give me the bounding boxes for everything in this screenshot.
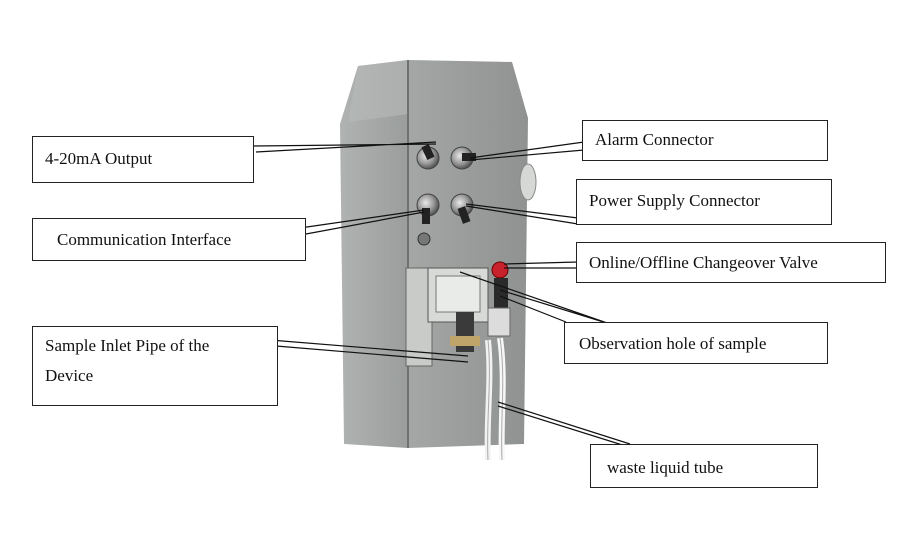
label-alarm-connector: Alarm Connector xyxy=(582,120,828,161)
leader-lines xyxy=(253,141,633,449)
label-sample-inlet-line1: Sample Inlet Pipe of the xyxy=(45,336,210,355)
leader-waste xyxy=(497,401,633,449)
leader-valve xyxy=(503,261,580,269)
label-changeover-valve: Online/Offline Changeover Valve xyxy=(576,242,886,283)
label-changeover-valve-text: Online/Offline Changeover Valve xyxy=(589,253,818,272)
connector-4-20ma xyxy=(416,143,440,170)
valve-body xyxy=(494,278,508,308)
leader-alarm xyxy=(469,141,585,161)
connector-alarm xyxy=(450,146,476,170)
leader-observation xyxy=(459,271,611,325)
leader-power xyxy=(465,203,579,225)
sample-assembly xyxy=(405,261,511,367)
label-4-20ma-output-text: 4-20mA Output xyxy=(45,149,153,168)
small-gland xyxy=(417,232,431,246)
label-sample-inlet: Sample Inlet Pipe of the Device xyxy=(32,326,278,406)
label-4-20ma-output: 4-20mA Output xyxy=(32,136,254,183)
label-observation-hole: Observation hole of sample xyxy=(564,322,828,364)
cabinet-door xyxy=(408,60,528,448)
label-power-supply-connector: Power Supply Connector xyxy=(576,179,832,225)
valve-block xyxy=(487,307,511,337)
tubes xyxy=(484,337,506,461)
label-communication-interface-text: Communication Interface xyxy=(57,230,232,249)
label-alarm-connector-text: Alarm Connector xyxy=(595,130,714,149)
leader-sample-inlet xyxy=(269,339,469,363)
cabinet-left-panel xyxy=(340,60,408,448)
label-communication-interface: Communication Interface xyxy=(32,218,306,261)
observation-window xyxy=(435,275,481,313)
leader-4-20ma xyxy=(253,141,437,153)
leader-communication xyxy=(299,209,425,235)
label-power-supply-connector-text: Power Supply Connector xyxy=(589,191,760,210)
label-waste-liquid-tube: waste liquid tube xyxy=(590,444,818,488)
label-sample-inlet-line2: Device xyxy=(45,366,94,385)
cabinet xyxy=(340,60,537,448)
inlet-nut xyxy=(450,336,480,346)
label-waste-liquid-tube-text: waste liquid tube xyxy=(607,458,724,477)
label-observation-hole-text: Observation hole of sample xyxy=(579,334,767,353)
side-handle xyxy=(519,163,537,201)
